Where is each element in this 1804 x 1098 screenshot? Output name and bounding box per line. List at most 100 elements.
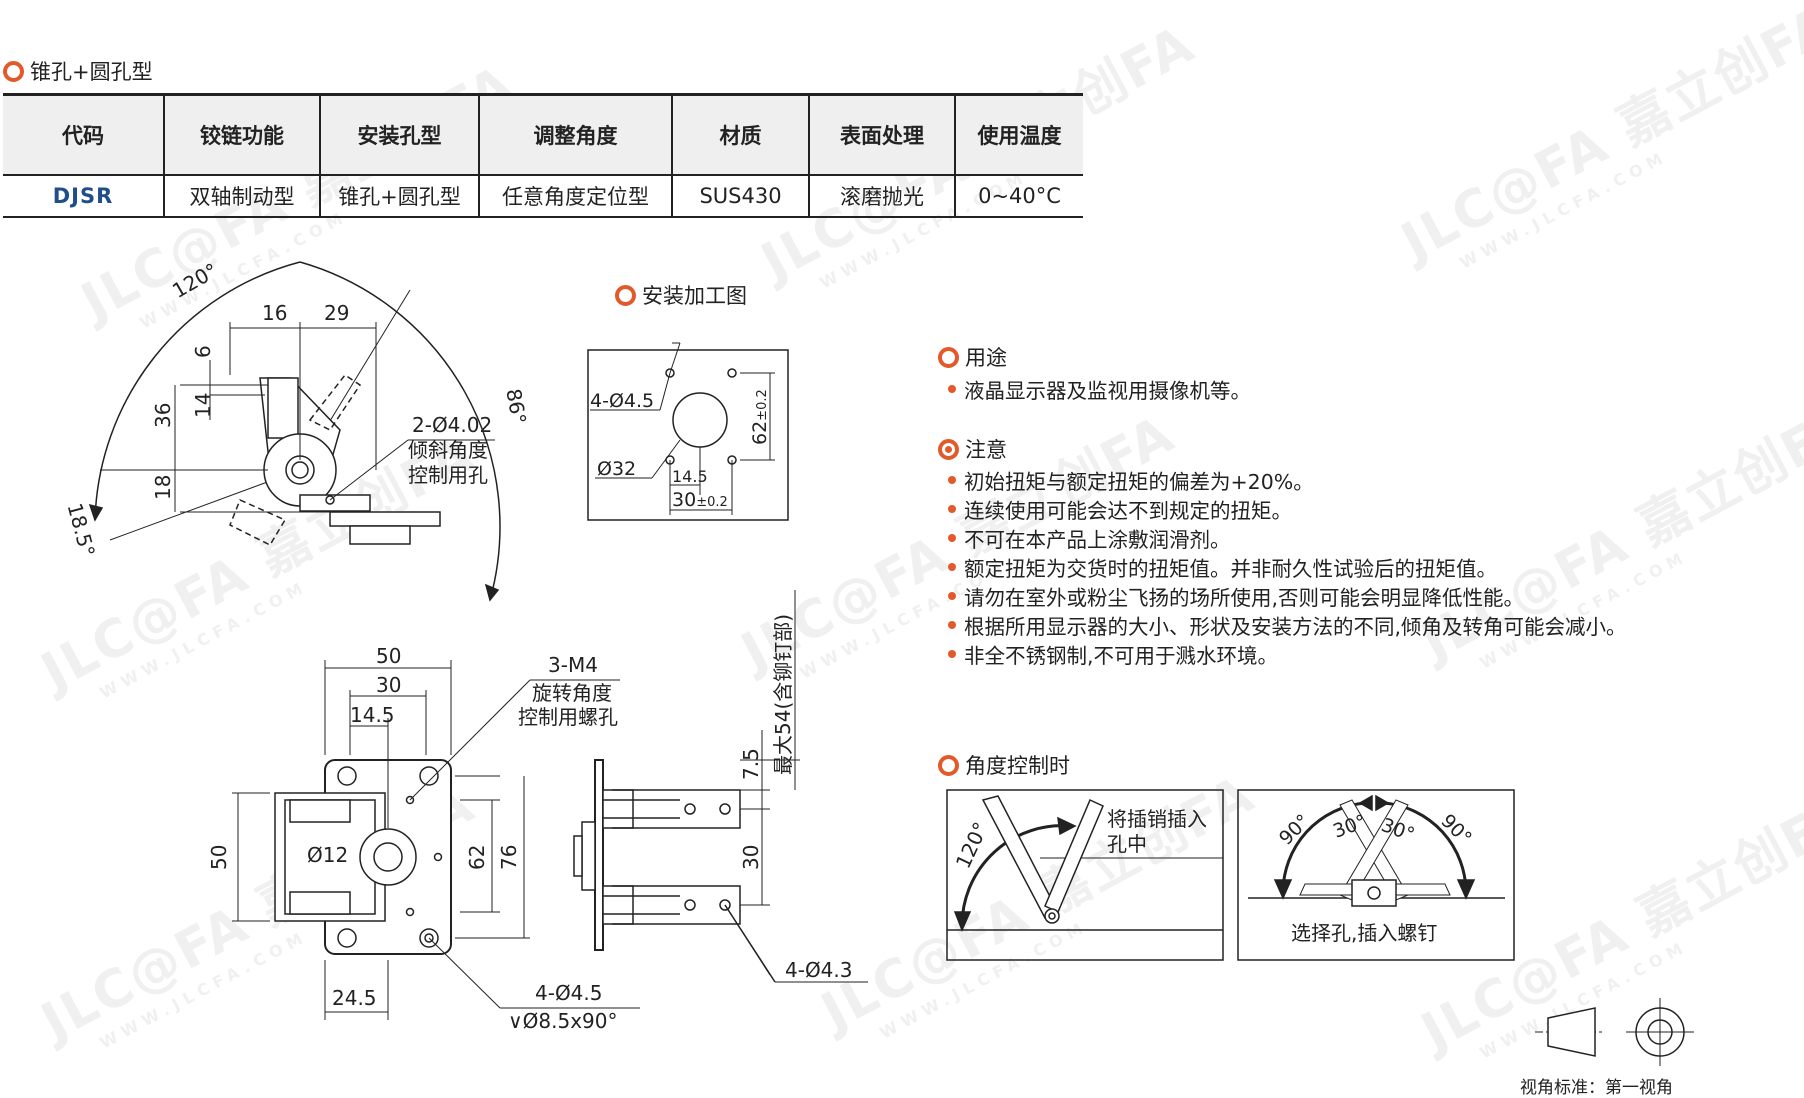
note-item: 根据所用显示器的大小、形状及安装方法的不同,倾角及转角可能会减小。 [948,610,1788,640]
angle-120-label: 120° [168,258,222,303]
angle-control-right [1237,789,1515,961]
left-instruction: 孔中 [1107,832,1147,856]
front-thread-text: 旋转角度 [532,681,612,705]
side-dim-30: 30 [739,845,763,870]
mount-dim-14-5: 14.5 [672,467,708,486]
mount-holes-label: 4-Ø4.5 [590,390,654,412]
table-header: 调整角度 [479,94,673,175]
mount-title-text: 安装加工图 [642,284,747,308]
mount-drawing-title: 安装加工图 [615,280,747,310]
dim-14: 14 [191,393,215,418]
angle-control-title-text: 角度控制时 [965,754,1070,778]
note-text: 初始扭矩与额定扭矩的偏差为+20%。 [964,470,1314,494]
table-row: DJSR 双轴制动型 锥孔+圆孔型 任意角度定位型 SUS430 滚磨抛光 0~… [3,174,1083,218]
angle-86-label: 86° [501,387,531,426]
front-dim-24-5: 24.5 [332,986,377,1010]
table-header: 安装孔型 [320,94,480,175]
section-title-text: 锥孔+圆孔型 [30,60,153,84]
dim-29: 29 [324,301,349,325]
note-text: 不可在本产品上涂敷润滑剂。 [964,528,1231,552]
hinge-side-view [88,261,501,602]
callout-text: 控制用孔 [408,463,488,487]
ring-bullet-icon [3,60,24,82]
bullet-dot-icon [948,385,956,393]
table-cell: 锥孔+圆孔型 [320,174,480,218]
angle-control-left [946,789,1224,961]
table-header: 材质 [672,94,810,175]
notes-title-text: 注意 [965,438,1007,462]
note-text: 非全不锈钢制,不可用于溅水环境。 [964,644,1279,668]
note-text: 请勿在室外或粉尘飞扬的场所使用,否则可能会明显降低性能。 [964,586,1525,610]
front-csk-value: Ø8.5x90° [523,1009,618,1033]
front-thread-label: 3-M4 [548,653,598,677]
spec-table: 代码 铰链功能 安装孔型 调整角度 材质 表面处理 使用温度 DJSR 双轴制动… [3,93,1083,218]
left-angle-label: 120° [951,818,993,872]
front-dim-50w: 50 [376,644,401,668]
bullet-dot-icon [948,563,956,571]
note-item: 非全不锈钢制,不可用于溅水环境。 [948,639,1788,669]
bullet-dot-icon [948,621,956,629]
mount-dim-62-value: 62 [749,421,771,445]
notes-title: 注意 [938,434,1007,464]
bullet-dot-icon [948,534,956,542]
dim-6: 6 [191,345,215,358]
usage-title-text: 用途 [965,346,1007,370]
table-header: 使用温度 [955,94,1083,175]
bullet-dot-icon [948,476,956,484]
front-dim-30w: 30 [376,673,401,697]
note-item: 额定扭矩为交货时的扭矩值。并非耐久性试验后的扭矩值。 [948,552,1788,582]
front-holes-label: 4-Ø4.5 [535,981,603,1005]
view-standard-footer: 视角标准：第一视角 [1520,1078,1673,1098]
usage-text: 液晶显示器及监视用摄像机等。 [964,379,1251,403]
first-angle-projection-icon [1535,998,1694,1066]
bullet-dot-icon [948,505,956,513]
side-dim-7-5: 7.5 [739,748,763,780]
front-dim-14-5: 14.5 [350,703,395,727]
note-text: 额定扭矩为交货时的扭矩值。并非耐久性试验后的扭矩值。 [964,557,1497,581]
right-instruction: 选择孔,插入螺钉 [1291,921,1437,945]
mount-dim-30-tol: ±0.2 [696,495,728,510]
left-instruction: 将插销插入 [1107,807,1207,831]
ring-dot-bullet-icon [938,438,959,460]
table-cell: 0~40°C [955,174,1083,218]
side-holes-label: 4-Ø4.3 [785,958,853,982]
note-item: 请勿在室外或粉尘飞扬的场所使用,否则可能会明显降低性能。 [948,581,1788,611]
side-dim-max: 最大54(含铆钉部) [771,614,795,775]
dim-18: 18 [151,475,175,500]
mount-dim-62-tol: ±0.2 [755,389,770,421]
hinge-front-view [232,660,640,1020]
table-header: 铰链功能 [164,94,321,175]
front-dim-d12: Ø12 [307,843,348,867]
note-item: 初始扭矩与额定扭矩的偏差为+20%。 [948,465,1788,495]
note-text: 连续使用可能会达不到规定的扭矩。 [964,499,1292,523]
callout-text: 倾斜角度 [408,438,488,462]
callout-hole: 2-Ø4.02 [412,413,492,437]
angle-control-title: 角度控制时 [938,750,1070,780]
front-dim-76: 76 [497,845,521,870]
front-dim-62: 62 [465,845,489,870]
table-header: 表面处理 [809,94,956,175]
ring-bullet-icon [938,754,959,776]
bullet-dot-icon [948,592,956,600]
note-item: 不可在本产品上涂敷润滑剂。 [948,523,1788,553]
mount-center-label: Ø32 [597,458,636,480]
front-thread-text: 控制用螺孔 [518,705,618,729]
table-cell: 双轴制动型 [164,174,321,218]
table-cell-code: DJSR [3,174,165,218]
usage-item: 液晶显示器及监视用摄像机等。 [948,374,1788,404]
table-header-row: 代码 铰链功能 安装孔型 调整角度 材质 表面处理 使用温度 [3,94,1083,175]
dim-16: 16 [262,301,287,325]
usage-title: 用途 [938,342,1007,372]
dim-36: 36 [151,403,175,428]
mount-drawing [587,342,789,521]
right-angle-label: 90° [1275,810,1314,849]
front-dim-50h: 50 [207,845,231,870]
section-title: 锥孔+圆孔型 [3,56,153,86]
table-cell: SUS430 [672,174,810,218]
mount-dim-30: 30±0.2 [672,489,728,511]
hinge-side-profile [573,590,868,983]
bullet-dot-icon [948,650,956,658]
mount-dim-62: 62±0.2 [749,389,771,445]
note-item: 连续使用可能会达不到规定的扭矩。 [948,494,1788,524]
